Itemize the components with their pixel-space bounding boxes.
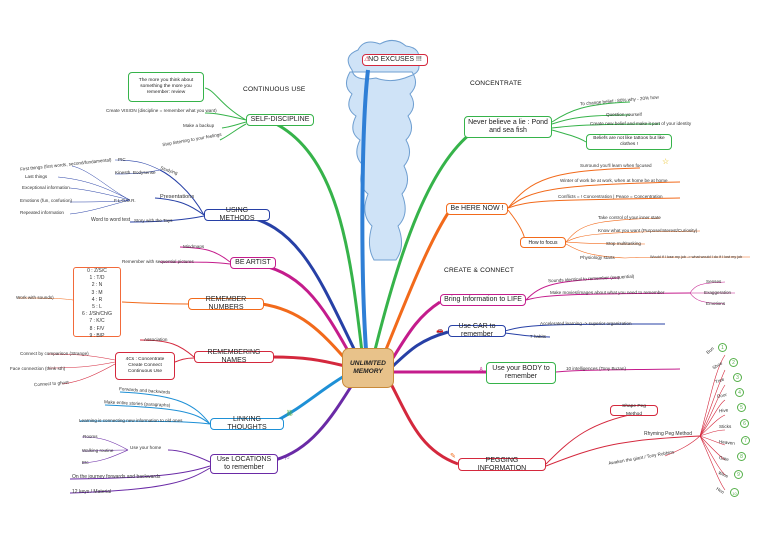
label-rooms: Rooms	[83, 434, 98, 439]
peg-item: Sticks	[719, 424, 732, 429]
how-to-focus-box: How to focus	[520, 237, 566, 248]
label-senses: Senses	[706, 279, 722, 284]
person-icon: ♙	[478, 367, 485, 374]
number-badge-icon: 8	[737, 452, 746, 461]
link-icon: ⛓	[286, 411, 294, 417]
node-pegging[interactable]: PEGGING INFORMATION	[458, 457, 546, 472]
label-stop-multitasking: Stop multitasking	[606, 241, 641, 246]
label-floor: F.L.O.O.R.	[114, 198, 136, 203]
node-remembering-names[interactable]: REMEMBERING NAMES	[194, 349, 274, 364]
label-physiology: Physiology starts	[580, 255, 615, 260]
label-face-connection: Face connection (think sth)	[10, 366, 66, 371]
number-code: 6 : J/Sh/Ch/G	[81, 311, 112, 318]
label-know-what: Know what you want (Purpose/Interest/Cur…	[598, 228, 698, 233]
number-code: 7 : K/C	[89, 318, 105, 325]
label-etc: Etc	[82, 460, 89, 465]
label-pic: PIC	[118, 157, 126, 162]
car-icon: 🚗	[436, 328, 444, 334]
node-use-car[interactable]: Use CAR to remember	[448, 323, 506, 338]
number-code: 4 : R	[91, 296, 103, 303]
label-last-things: Last things	[25, 174, 48, 179]
label-emotions: Emotions (fun, confusion)	[20, 198, 73, 203]
node-using-methods[interactable]: USING METHODS	[204, 207, 270, 222]
pencil-icon: ✎	[450, 453, 456, 460]
central-topic[interactable]: UNLIMITED MEMORY	[342, 348, 394, 388]
node-self-discipline[interactable]: SELF-DISCIPLINE	[246, 114, 314, 126]
number-badge-icon: 10	[730, 488, 739, 497]
node-remember-numbers[interactable]: REMEMBER NUMBERS	[188, 296, 264, 311]
label-exaggeration: Exaggeration	[704, 290, 732, 295]
label-create-belief: Create new belief and make it part of yo…	[590, 121, 692, 126]
label-repeated: Repeated information	[20, 210, 64, 215]
number-code: 8 : F/V	[89, 325, 105, 332]
four-cs-box: 4Cs : Concentrate Create Connect Continu…	[115, 352, 175, 380]
number-badge-icon: 5	[737, 403, 746, 412]
label-remember-pictures: Remember with sequential pictures	[122, 259, 194, 264]
peg-item: Hive	[718, 407, 729, 414]
label-bring-emotions: Emotions	[706, 301, 726, 306]
label-make-movies: Make movies/images about what you need t…	[550, 290, 665, 295]
label-learning-connecting: Learning is connecting new information t…	[79, 418, 183, 423]
number-code: 5 : L	[92, 304, 102, 311]
number-badge-icon: 2	[729, 358, 738, 367]
review-note-box: The more you think about something the m…	[128, 72, 204, 102]
node-use-locations[interactable]: Use LOCATIONS to remember	[210, 454, 278, 474]
flag-icon: ⚐	[284, 455, 291, 462]
shape-peg-box: Shape Peg Method	[610, 404, 658, 417]
label-question-yourself: Question yourself	[606, 112, 642, 117]
node-be-artist[interactable]: BE ARTIST	[230, 257, 276, 269]
label-rhyming-peg: Rhyming Peg Method	[644, 431, 693, 437]
label-kinesthetic: Kinesth. Bodysense	[115, 170, 156, 175]
node-no-excuses[interactable]: NO EXCUSES !!!	[362, 54, 428, 66]
number-code: 3 : M	[91, 289, 103, 296]
label-accelerated: Accelerated learning -> superior organiz…	[540, 321, 632, 326]
label-7-habits: 7 habits	[530, 334, 547, 339]
label-surround: Surround you'll learn when focused	[580, 163, 652, 168]
number-code: 1 : T/D	[89, 275, 105, 282]
warning-icon: ⚠	[364, 56, 371, 63]
label-conflicts: Conflicts = ! Concentration | Peace = Co…	[558, 194, 663, 199]
node-never-believe[interactable]: Never believe a lie : Pond and sea fish	[464, 116, 552, 138]
section-title-create: CREATE & CONNECT	[444, 267, 515, 274]
number-code: 0 : Z/S/C	[87, 268, 107, 274]
number-badge-icon: 7	[741, 436, 750, 445]
no-excuses-cloud	[346, 40, 420, 261]
label-intelligences: 10 intelligences (Tony Buzan)	[566, 366, 627, 371]
label-word-to-word: Word to word test	[91, 217, 131, 223]
star-icon: ☆	[662, 157, 670, 166]
label-mindmaps: Mindmaps	[183, 244, 205, 249]
number-badge-icon: 6	[740, 419, 749, 428]
label-use-home: Use your home	[130, 445, 162, 450]
number-badge-icon: 3	[733, 373, 742, 382]
label-make-backup: Make a backup	[183, 123, 215, 128]
label-create-vision: Create VISION (discipline = remember wha…	[106, 108, 217, 113]
number-badge-icon: 9	[734, 470, 743, 479]
label-journey: On the journey forwards and backwards	[72, 474, 161, 480]
label-12-keys: 12 keys / Material	[72, 489, 112, 495]
label-story: Story with the Tays	[134, 218, 173, 223]
number-badge-icon: 1	[718, 343, 727, 352]
number-code: 2 : N	[91, 282, 103, 289]
section-title-continuous: CONTINUOUS USE	[243, 86, 306, 93]
label-presentations: Presentations	[160, 194, 195, 200]
label-connect-comparison: Connect by comparison (Strange)	[20, 351, 89, 356]
label-work-with-sounds: Work with sounds)	[16, 295, 54, 300]
label-would-do: Would if I lose my job -> what would I d…	[650, 255, 743, 259]
node-be-here-now[interactable]: Be HERE NOW !	[446, 203, 508, 215]
label-winter: Winter of work be at work, when at home …	[560, 178, 668, 183]
tattoos-box: Beliefs are not like tattoos but like cl…	[586, 134, 672, 150]
node-linking-thoughts[interactable]: LINKING THOUGHTS	[210, 416, 284, 431]
label-take-control: Take control of your inner state	[598, 215, 661, 220]
node-use-body[interactable]: Use your BODY to remember	[486, 362, 556, 384]
number-badge-icon: 4	[735, 388, 744, 397]
number-code-list: 0 : Z/S/C 1 : T/D 2 : N 3 : M 4 : R 5 : …	[73, 267, 121, 339]
node-bring-info[interactable]: Bring Information to LIFE	[440, 294, 526, 306]
number-code: 9 : B/P	[89, 332, 105, 339]
label-walking: Walking routine	[82, 448, 114, 453]
label-association: Association	[144, 337, 168, 342]
label-exceptional: Exceptional information	[22, 185, 70, 190]
section-title-concentrate: CONCENTRATE	[470, 80, 522, 87]
